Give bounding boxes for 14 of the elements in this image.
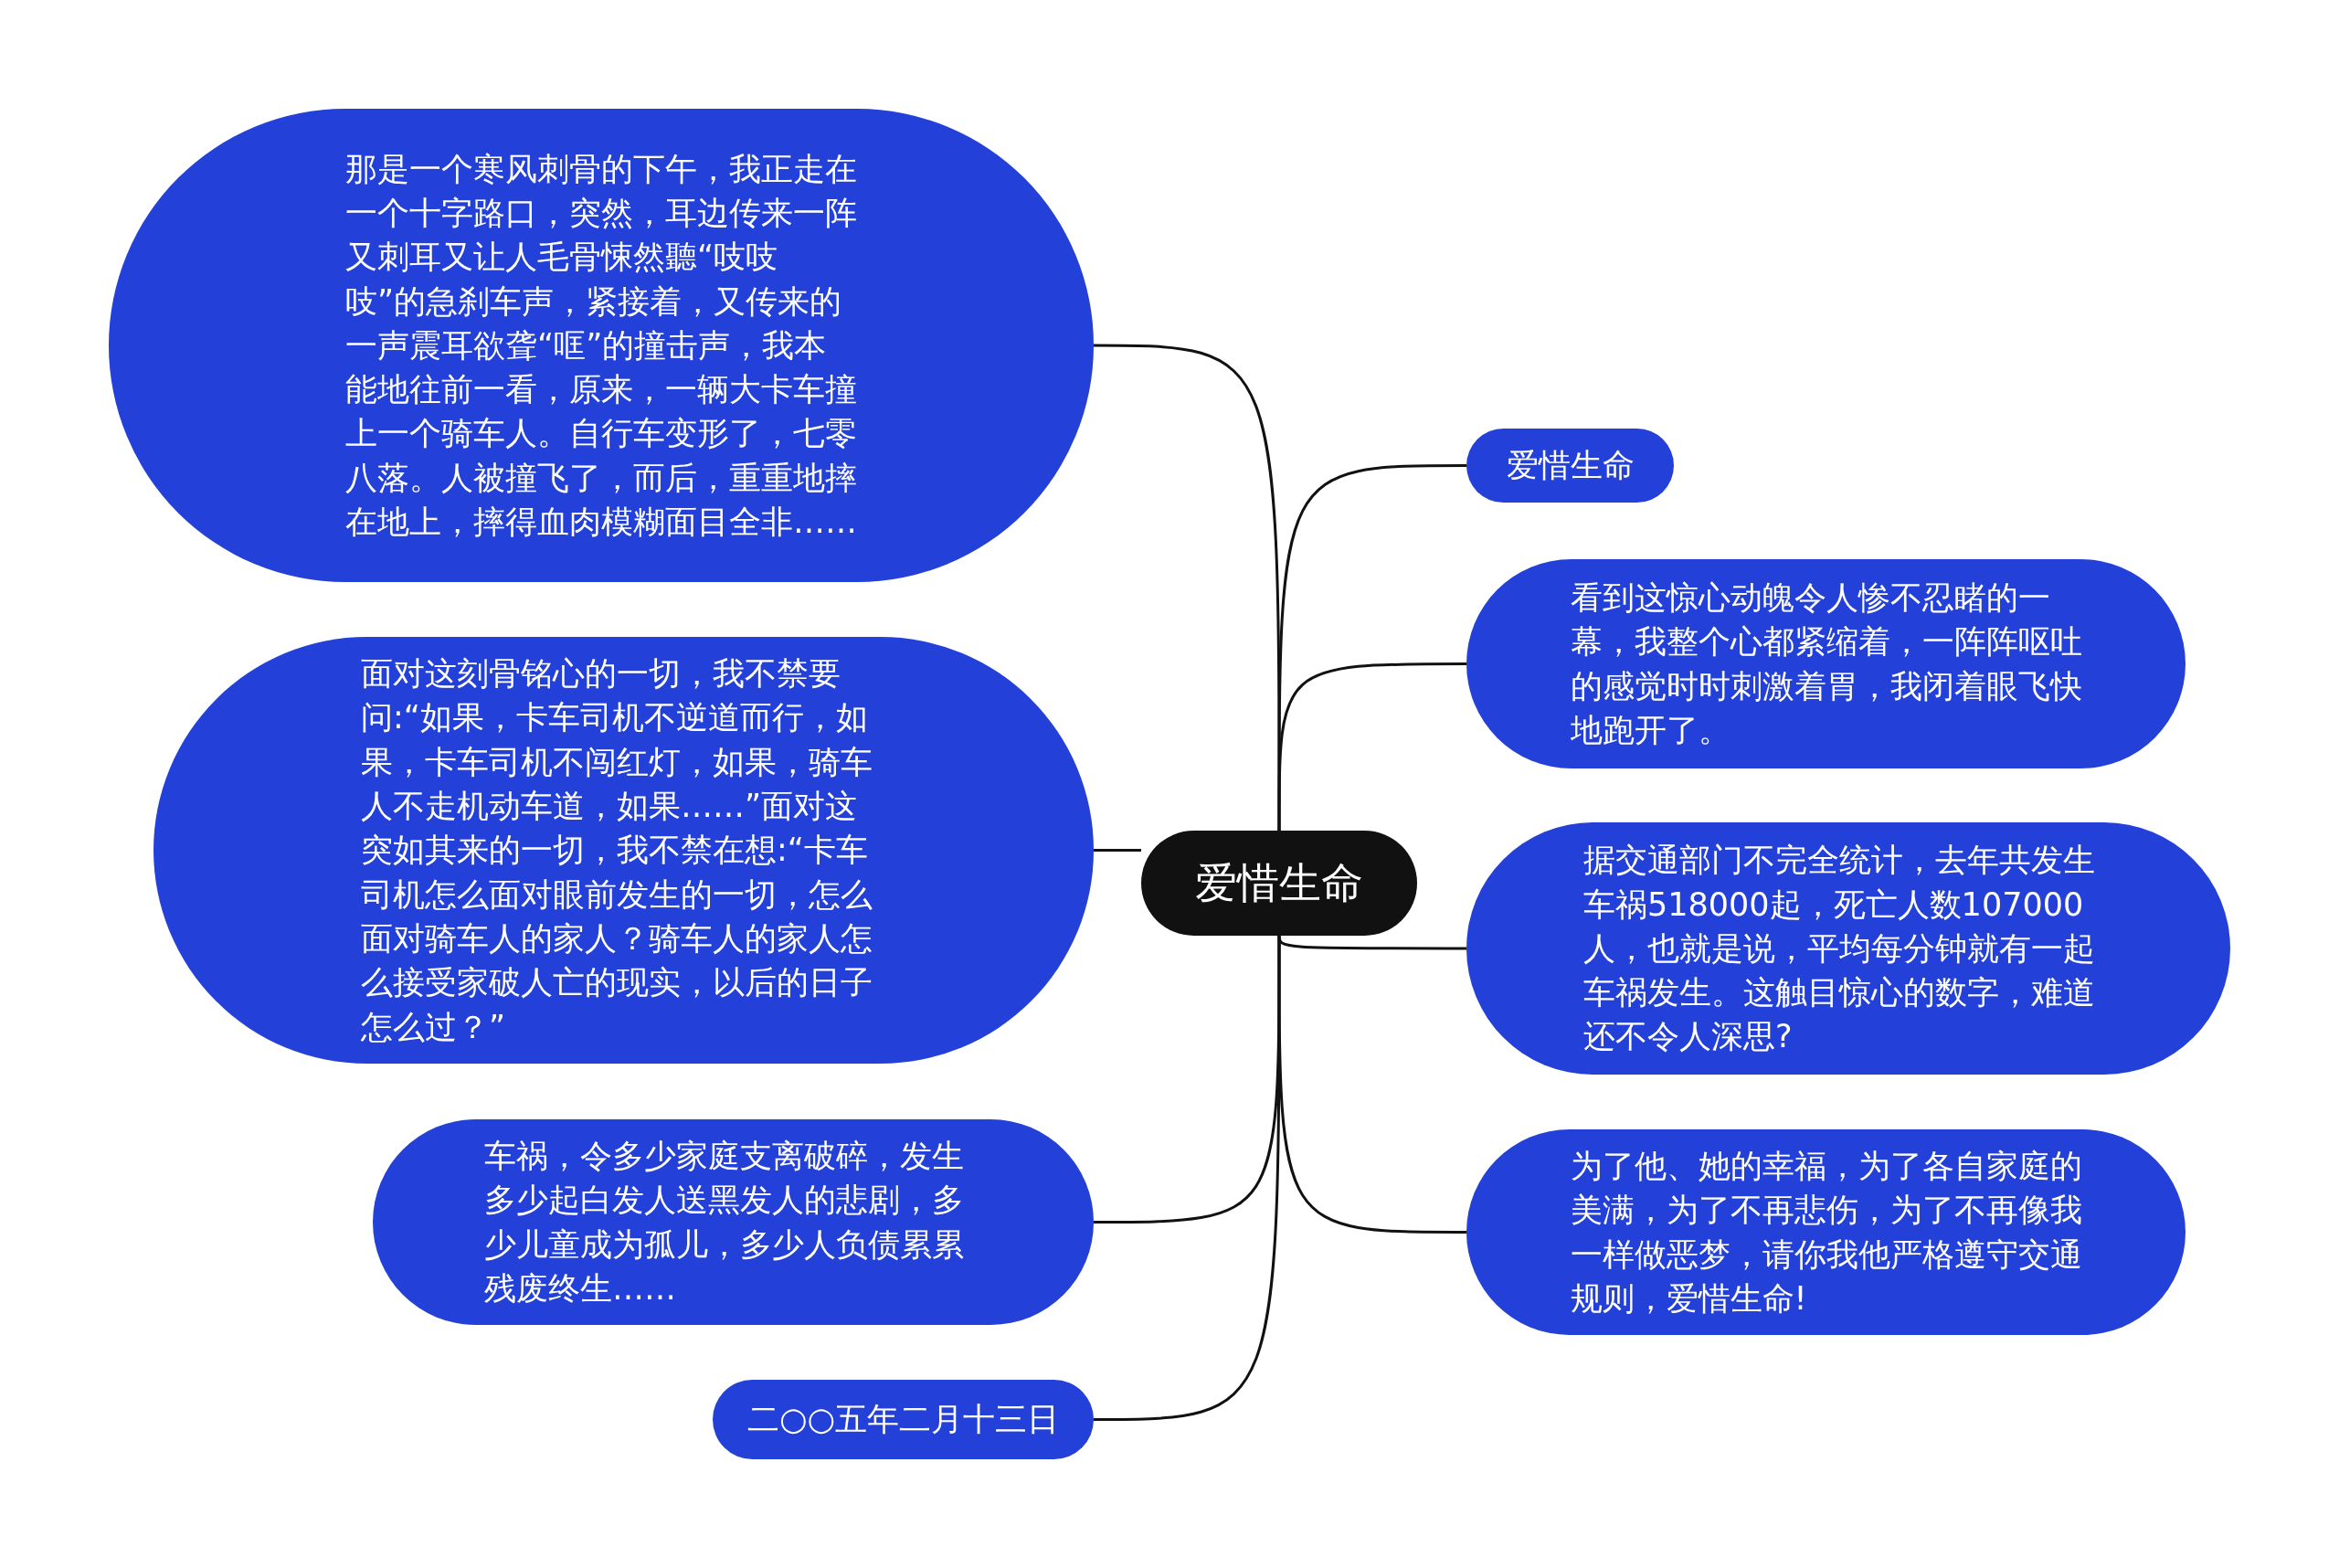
connector-line (1094, 344, 1281, 831)
topic-text: 爱惜生命 (1506, 446, 1635, 486)
connector-line (1277, 662, 1466, 831)
topic-text: 看到这惊心动魄令人惨不忍睹的一幕，我整个心都紧缩着，一阵阵呕吐的感觉时时刺激着胃，我闭着眼飞快地跑开了。 (1570, 577, 2082, 750)
topic-text: 面对这刻骨铭心的一切，我不禁要问:“如果，卡车司机不逆道而行，如果，卡车司机不闯红灯，如果，骑车人不走机动车道，如果……”面对这突如其来的一切，我不禁在想:“卡车司机怎么面对眼前发生的一切，怎么面对骑车人的家人？骑车人的家人怎么接受家破人亡的现实，以后的日子怎么过？” (361, 654, 873, 1047)
topic-text: 爱惜生命 (1195, 856, 1363, 909)
connector-line (1094, 936, 1281, 1421)
topic-text: 二○○五年二月十三日 (746, 1400, 1060, 1440)
topic-text: 车祸，令多少家庭支离破碎，发生多少起白发人送黑发人的悲剧，多少儿童成为孤儿，多少人负债累累残废终生…… (484, 1136, 965, 1308)
connector-line (1094, 849, 1141, 852)
connector-line (1277, 936, 1466, 1234)
topic-text: 为了他、她的幸福，为了各自家庭的美满，为了不再悲伤，为了不再像我一样做恶梦，请你我他严格遵守交通规则，爱惜生命! (1570, 1146, 2082, 1319)
topic-text: 那是一个寒风刺骨的下午，我正走在一个十字路口，突然，耳边传来一阵又刺耳又让人毛骨悚然聽“吱吱吱”的急刹车声，紧接着，又传来的一声震耳欲聋“哐”的撞击声，我本能地往前一看，原来，一辆大卡车撞上一个骑车人。自行车变形了，七零八落。人被撞飞了，而后，重重地摔在地上，摔得血肉模糊面目全非…… (345, 149, 857, 543)
topic-text: 据交通部门不完全统计，去年共发生车祸518000起，死亡人数107000人，也就是说，平均每分钟就有一起车祸发生。这触目惊心的数字，难道还不令人深思? (1583, 841, 2096, 1057)
